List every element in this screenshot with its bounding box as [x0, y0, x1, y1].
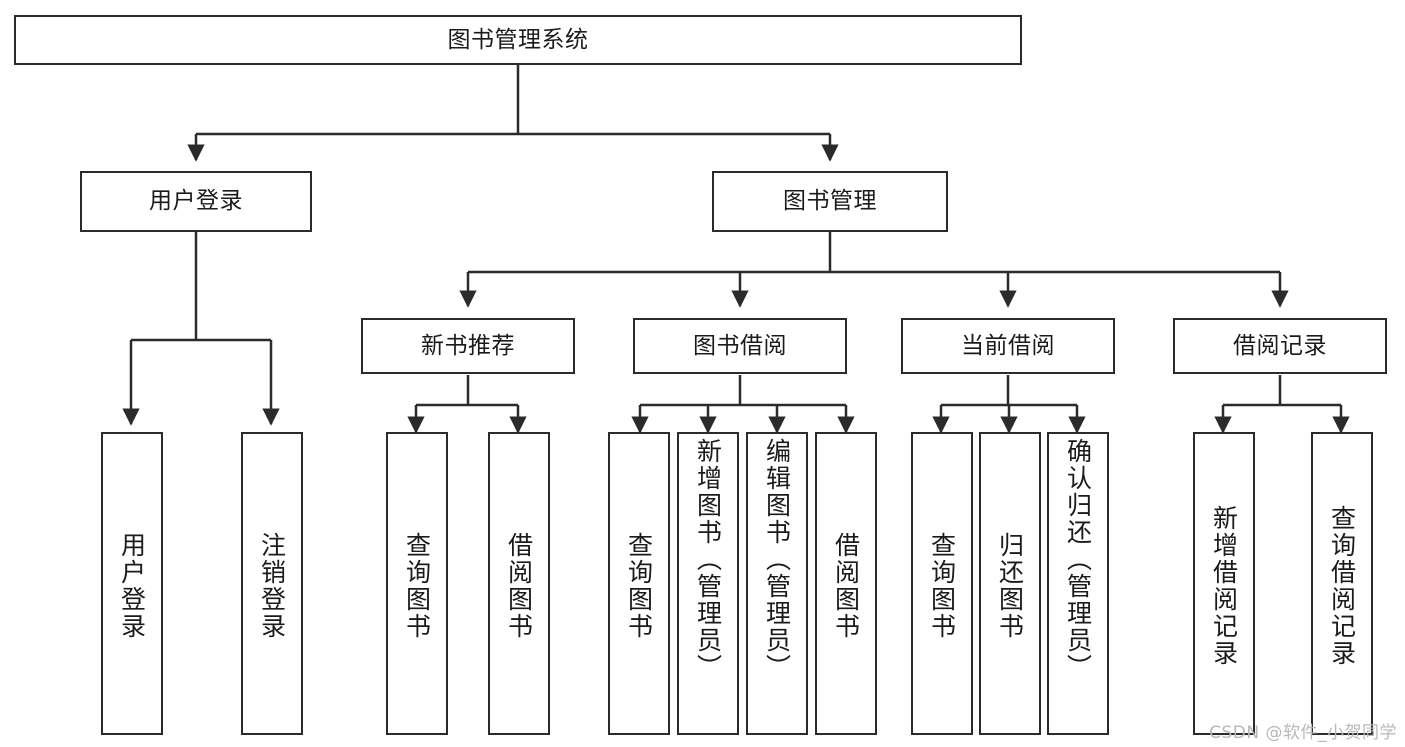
leaf-borrow-book-recommend[interactable]: 借阅图书 — [488, 432, 550, 735]
node-label: 查询图书 — [624, 531, 654, 640]
leaf-add-borrow-record[interactable]: 新增借阅记录 — [1193, 432, 1255, 735]
node-root-book-management-system[interactable]: 图书管理系统 — [14, 15, 1022, 65]
node-label: 用户登录 — [117, 531, 147, 640]
node-label: 借阅记录 — [1233, 332, 1327, 359]
leaf-user-logout[interactable]: 注销登录 — [241, 432, 303, 735]
node-label: 查询借阅记录 — [1327, 504, 1357, 667]
leaf-confirm-return-admin[interactable]: 确认归还（管理员） — [1047, 432, 1109, 735]
node-label: 查询图书 — [927, 531, 957, 640]
node-new-book-recommend[interactable]: 新书推荐 — [361, 318, 575, 374]
node-label: 图书借阅 — [693, 332, 787, 359]
leaf-edit-book-admin[interactable]: 编辑图书（管理员） — [746, 432, 808, 735]
node-label: 当前借阅 — [961, 332, 1055, 359]
leaf-add-book-admin[interactable]: 新增图书（管理员） — [677, 432, 739, 735]
leaf-return-book[interactable]: 归还图书 — [979, 432, 1041, 735]
leaf-query-borrow-record[interactable]: 查询借阅记录 — [1311, 432, 1373, 735]
node-label: 借阅图书 — [831, 531, 861, 640]
node-label: 确认归还（管理员） — [1063, 438, 1093, 681]
node-borrow-record[interactable]: 借阅记录 — [1173, 318, 1387, 374]
node-label: 查询图书 — [402, 531, 432, 640]
leaf-query-book-borrow[interactable]: 查询图书 — [608, 432, 670, 735]
node-label: 编辑图书（管理员） — [762, 438, 792, 681]
node-book-management[interactable]: 图书管理 — [712, 171, 948, 232]
node-user-login[interactable]: 用户登录 — [80, 171, 312, 232]
leaf-user-login[interactable]: 用户登录 — [101, 432, 163, 735]
leaf-query-book-recommend[interactable]: 查询图书 — [386, 432, 448, 735]
node-label: 新增借阅记录 — [1209, 504, 1239, 667]
node-label: 新增图书（管理员） — [693, 438, 723, 681]
node-label: 借阅图书 — [504, 531, 534, 640]
node-label: 新书推荐 — [421, 332, 515, 359]
leaf-query-book-current[interactable]: 查询图书 — [911, 432, 973, 735]
node-label: 图书管理系统 — [447, 26, 589, 53]
node-label: 注销登录 — [257, 531, 287, 640]
node-current-borrow[interactable]: 当前借阅 — [901, 318, 1115, 374]
node-label: 归还图书 — [995, 531, 1025, 640]
node-label: 用户登录 — [149, 188, 243, 215]
node-label: 图书管理 — [783, 188, 877, 215]
leaf-borrow-book[interactable]: 借阅图书 — [815, 432, 877, 735]
node-book-borrow[interactable]: 图书借阅 — [633, 318, 847, 374]
